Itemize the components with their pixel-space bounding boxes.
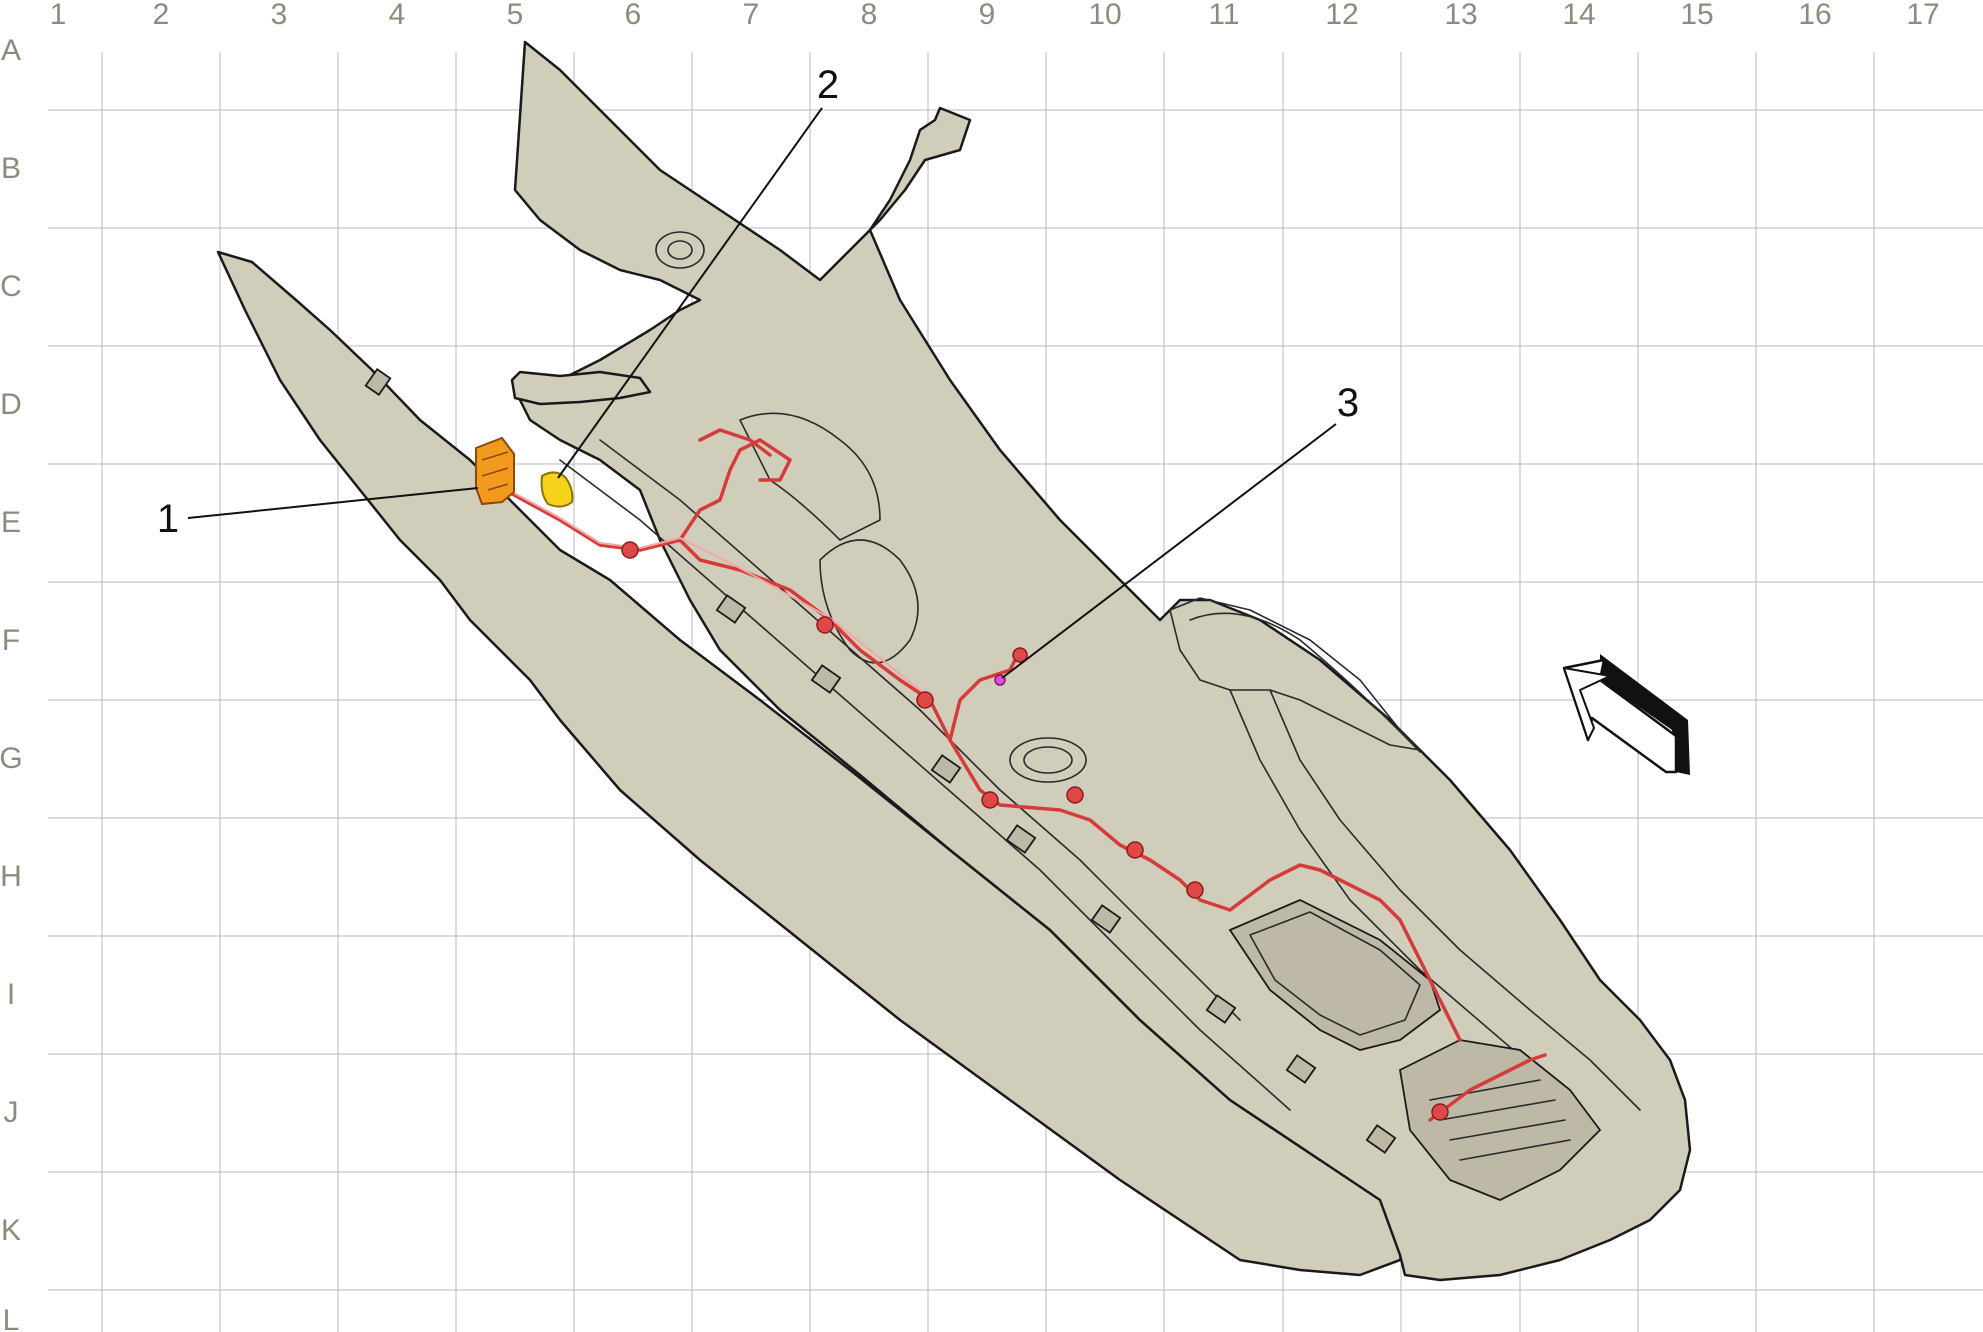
harness-clip-3 bbox=[916, 691, 934, 709]
upper-knob-inner bbox=[667, 240, 693, 260]
console-right-sweep-2 bbox=[1229, 689, 1561, 1091]
col-label-3: 3 bbox=[271, 0, 288, 31]
harness-branch-upper bbox=[678, 438, 792, 542]
harness-clip-8 bbox=[1431, 1103, 1449, 1121]
col-label-12: 12 bbox=[1325, 0, 1358, 31]
console-right-sweep bbox=[1269, 689, 1641, 1111]
col-label-8: 8 bbox=[861, 0, 878, 31]
col-label-16: 16 bbox=[1798, 0, 1831, 31]
wall-clip-7 bbox=[1205, 994, 1237, 1024]
harness-highlight bbox=[504, 487, 931, 699]
wall-clip-5 bbox=[1005, 824, 1037, 854]
tunnel-inner-line-2 bbox=[599, 439, 1241, 1021]
callout-3-leader bbox=[1001, 423, 1337, 679]
harness-branch-rear bbox=[1318, 868, 1462, 1042]
row-label-i: I bbox=[7, 978, 15, 1011]
harness-clip-4 bbox=[981, 791, 999, 809]
wall-clip-1 bbox=[364, 367, 392, 397]
storage-bin-rear bbox=[1228, 899, 1442, 1051]
armrest-lid-edge bbox=[1189, 612, 1421, 753]
row-label-f: F bbox=[2, 624, 20, 657]
armrest-lid bbox=[1169, 597, 1421, 751]
wall-clip-9 bbox=[1365, 1124, 1397, 1154]
wall-clip-8 bbox=[1285, 1054, 1317, 1084]
row-label-a: A bbox=[1, 34, 21, 67]
wall-clip-2 bbox=[715, 594, 747, 624]
col-label-5: 5 bbox=[507, 0, 524, 31]
harness-clip-1 bbox=[621, 541, 639, 559]
callout-2-label: 2 bbox=[817, 63, 839, 107]
col-label-17: 17 bbox=[1906, 0, 1939, 31]
column-labels: 1 2 3 4 5 6 7 8 9 10 11 12 13 14 15 16 1… bbox=[50, 0, 1940, 31]
col-label-11: 11 bbox=[1208, 0, 1239, 31]
wiring-harness bbox=[503, 428, 1547, 1122]
row-label-b: B bbox=[1, 152, 21, 185]
row-label-g: G bbox=[0, 742, 23, 775]
wall-clip-6 bbox=[1090, 904, 1122, 934]
col-label-9: 9 bbox=[979, 0, 996, 31]
harness-clip-9 bbox=[1012, 647, 1028, 663]
col-label-4: 4 bbox=[389, 0, 406, 31]
direction-arrow-shadow bbox=[1600, 654, 1690, 775]
col-label-15: 15 bbox=[1680, 0, 1713, 31]
connector-1-detail bbox=[481, 451, 509, 491]
callout-1: 1 bbox=[157, 487, 479, 541]
callout-3-label: 3 bbox=[1337, 381, 1359, 425]
tunnel-inner-line-1 bbox=[559, 459, 1291, 1111]
wall-clip-3 bbox=[810, 664, 842, 694]
col-label-2: 2 bbox=[153, 0, 170, 31]
harness-clip-7 bbox=[1186, 881, 1204, 899]
harness-clip-5 bbox=[1066, 786, 1084, 804]
connector-1-body bbox=[475, 436, 515, 506]
front-tray bbox=[739, 412, 881, 541]
col-label-7: 7 bbox=[743, 0, 760, 31]
callout-2-leader bbox=[557, 107, 823, 479]
harness-branch-mid bbox=[948, 648, 1022, 742]
cupholder bbox=[1009, 737, 1087, 783]
row-label-l: L bbox=[3, 1304, 20, 1332]
row-label-e: E bbox=[1, 506, 21, 539]
row-labels: A B C D E F G H I J K L bbox=[0, 34, 23, 1332]
callout-1-leader bbox=[187, 487, 479, 519]
callout-3: 3 bbox=[1001, 381, 1359, 679]
component-1-connector bbox=[475, 436, 515, 506]
row-label-j: J bbox=[4, 1096, 19, 1129]
harness-clip-6 bbox=[1126, 841, 1144, 859]
connector-2-body bbox=[540, 471, 574, 508]
row-label-c: C bbox=[0, 270, 22, 303]
col-label-13: 13 bbox=[1444, 0, 1477, 31]
row-label-h: H bbox=[0, 860, 22, 893]
component-2-connector bbox=[540, 471, 574, 508]
col-label-14: 14 bbox=[1562, 0, 1595, 31]
callout-1-label: 1 bbox=[157, 497, 179, 541]
callout-2: 2 bbox=[557, 63, 839, 479]
row-label-d: D bbox=[0, 388, 22, 421]
storage-bin-rear-rim bbox=[1249, 911, 1421, 1036]
center-console bbox=[216, 40, 1692, 1282]
rear-vent-housing bbox=[1399, 1039, 1602, 1201]
col-label-1: 1 bbox=[50, 0, 67, 31]
harness-branch-upper-2 bbox=[698, 428, 772, 457]
col-label-10: 10 bbox=[1088, 0, 1121, 31]
rear-vent-slats bbox=[1429, 1079, 1571, 1161]
harness-branch-tail bbox=[1428, 1053, 1547, 1122]
row-label-k: K bbox=[1, 1214, 21, 1247]
col-label-6: 6 bbox=[625, 0, 642, 31]
cupholder-inner bbox=[1023, 746, 1073, 774]
direction-arrow-head bbox=[1563, 667, 1611, 741]
harness-clip-2 bbox=[816, 616, 834, 634]
upper-knob bbox=[655, 231, 705, 269]
forward-direction-arrow-icon bbox=[1562, 654, 1690, 775]
wall-clip-4 bbox=[930, 754, 962, 784]
